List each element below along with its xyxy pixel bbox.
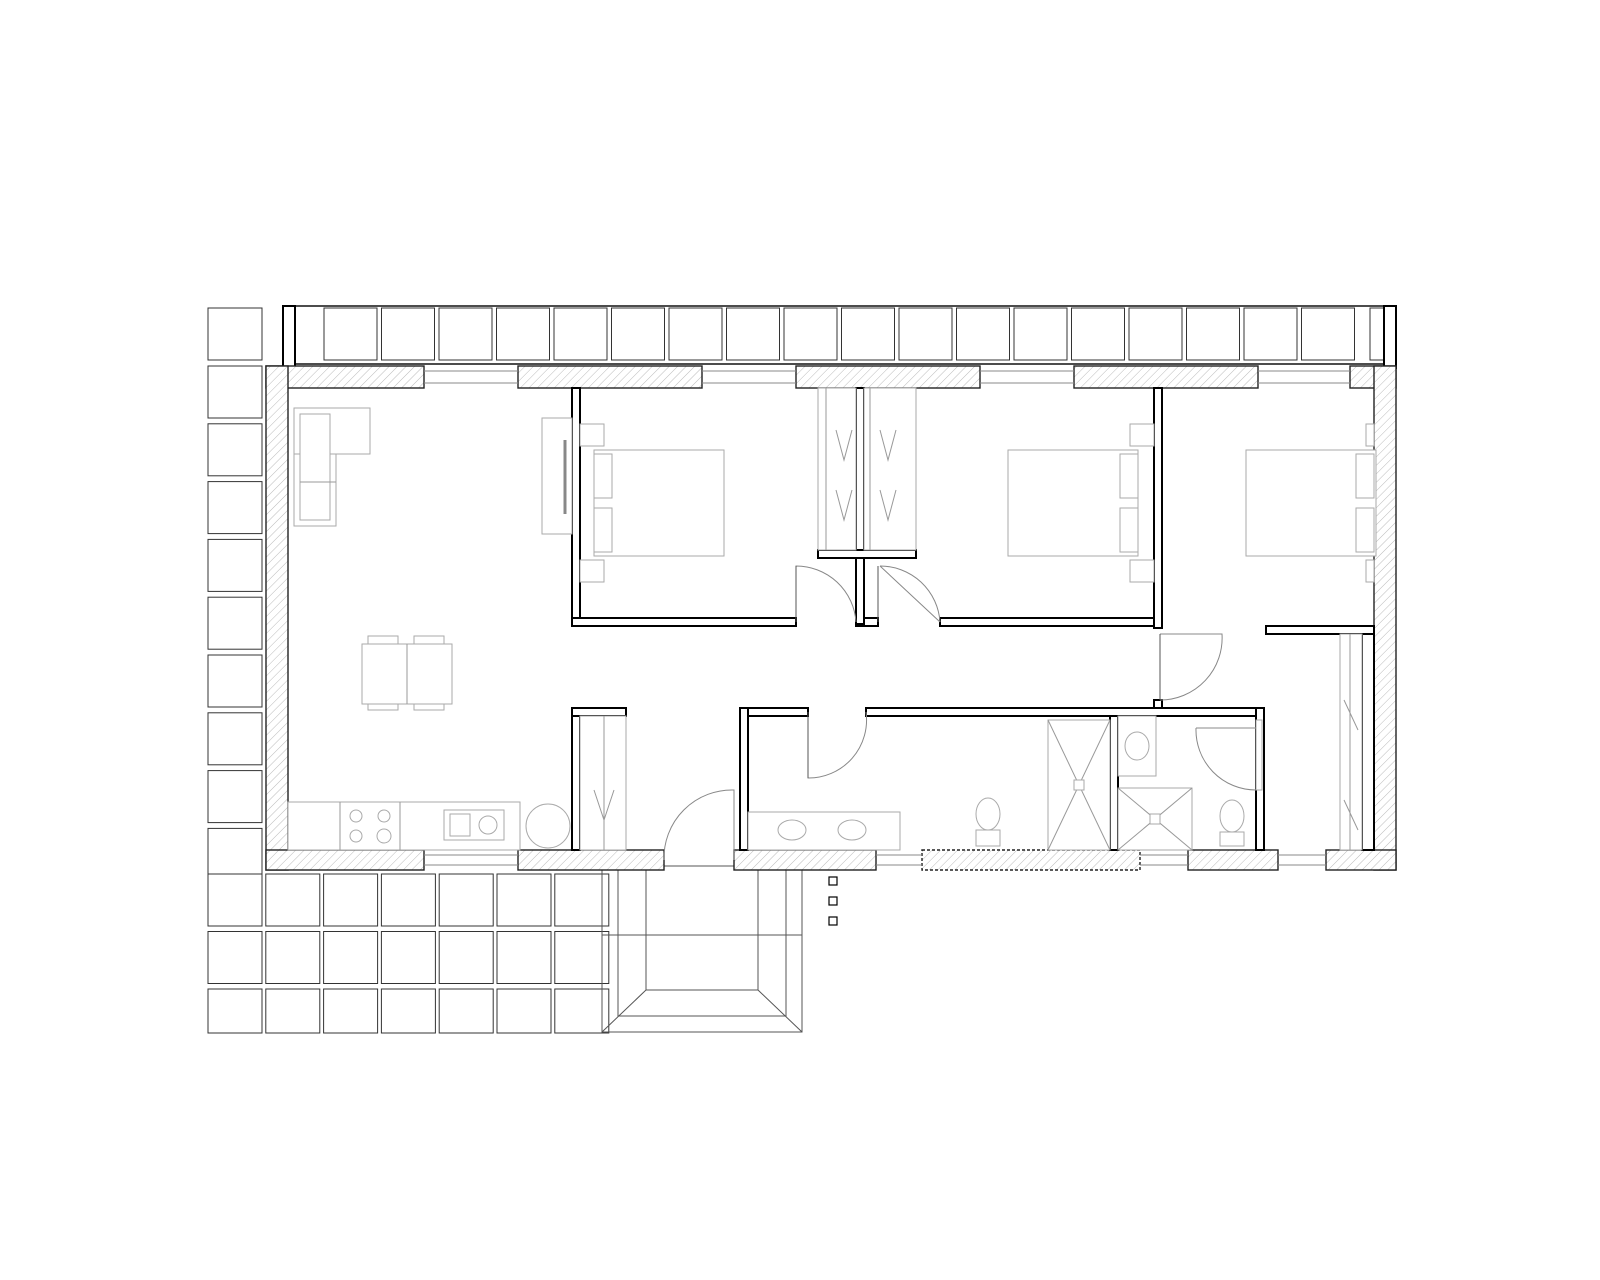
- paving-tile: [380, 873, 436, 927]
- paving-tile: [1243, 307, 1298, 361]
- paving-tile: [956, 307, 1010, 361]
- kitchen-counter-icon: [287, 801, 571, 851]
- paving-tile: [207, 712, 263, 766]
- sink-icon: [837, 819, 867, 841]
- bathroom-fixtures: [1117, 715, 1263, 851]
- bed-icon: [1245, 423, 1377, 583]
- dining-table-icon: [361, 635, 453, 711]
- paving-tile: [783, 307, 838, 361]
- paving-tile: [207, 873, 263, 927]
- paving-tile: [207, 988, 263, 1034]
- paving-tile: [207, 931, 263, 984]
- paving-tile: [438, 988, 494, 1034]
- paving-tile: [380, 931, 436, 984]
- paving-tile: [438, 307, 493, 361]
- paving-tile: [207, 423, 263, 477]
- bed-icon: [1007, 423, 1155, 583]
- terrace-paving: [207, 307, 1391, 1034]
- paving-tile: [554, 873, 610, 927]
- closet-icon: [579, 715, 627, 851]
- entry-steps: [601, 865, 838, 1033]
- paving-tile: [898, 307, 953, 361]
- paving-tile: [207, 770, 263, 824]
- sofa-icon: [293, 407, 371, 527]
- paving-tile: [207, 365, 263, 419]
- paving-tile: [611, 307, 665, 361]
- paving-tile: [380, 988, 436, 1034]
- paving-tile: [438, 873, 494, 927]
- paving-tile: [1186, 307, 1240, 361]
- paving-tile: [668, 307, 723, 361]
- wardrobe-icon: [817, 387, 917, 551]
- wardrobe-icon: [1339, 633, 1363, 851]
- paving-tile: [438, 931, 494, 984]
- toilet-icon: [1219, 799, 1245, 833]
- bed-icon: [579, 423, 725, 583]
- paving-tile: [323, 873, 379, 927]
- paving-tile: [207, 596, 263, 650]
- paving-tile: [207, 538, 263, 592]
- paving-tile: [553, 307, 608, 361]
- windows: [424, 370, 1350, 866]
- bathroom-fixtures: [747, 719, 1111, 851]
- furniture: [287, 387, 1377, 851]
- stake-marker: [828, 876, 838, 886]
- top-terrace-edge: [282, 305, 1397, 369]
- paving-tile: [841, 307, 895, 361]
- paving-tile: [554, 931, 610, 984]
- exterior-walls: [265, 365, 1397, 871]
- paving-tile: [207, 307, 263, 361]
- paving-tile: [207, 827, 263, 881]
- paving-tile: [207, 654, 263, 708]
- paving-tile: [381, 307, 435, 361]
- paving-tile: [265, 931, 321, 984]
- toilet-icon: [975, 797, 1001, 831]
- paving-tile: [1013, 307, 1068, 361]
- paving-tile: [323, 988, 379, 1034]
- paving-tile: [1128, 307, 1183, 361]
- tv-icon: [541, 417, 573, 535]
- paving-tile: [265, 873, 321, 927]
- paving-tile: [496, 873, 552, 927]
- paving-tile: [726, 307, 780, 361]
- stake-marker: [828, 896, 838, 906]
- paving-tile: [1301, 307, 1355, 361]
- paving-tile: [323, 931, 379, 984]
- paving-tile: [1071, 307, 1125, 361]
- sink-icon: [777, 819, 807, 841]
- paving-tile: [496, 988, 552, 1034]
- paving-tile: [554, 988, 610, 1034]
- paving-tile: [323, 307, 378, 361]
- paving-tile: [265, 988, 321, 1034]
- paving-tile: [496, 931, 552, 984]
- stake-marker: [828, 916, 838, 926]
- paving-tile: [207, 481, 263, 535]
- fridge-icon: [525, 803, 571, 849]
- paving-tile: [496, 307, 550, 361]
- sink-icon: [1117, 715, 1157, 777]
